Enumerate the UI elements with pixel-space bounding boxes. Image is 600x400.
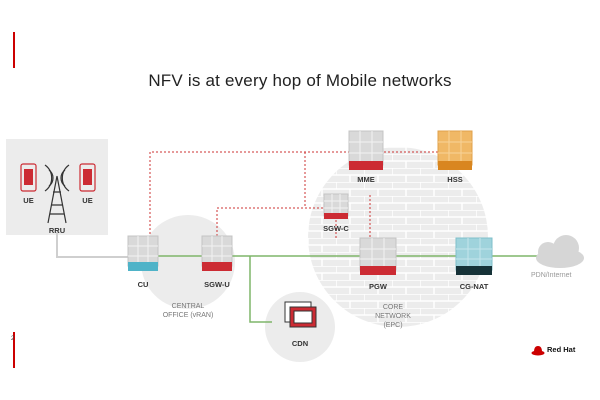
pdn-internet-label: PDN/Internet — [531, 272, 572, 279]
brand-name: Red Hat — [547, 345, 576, 354]
phone-icon — [20, 163, 37, 192]
page-number: 2 — [11, 336, 15, 342]
top-accent-bar — [13, 32, 15, 68]
server-stack-icon — [323, 193, 349, 219]
cdn-link — [249, 256, 272, 323]
core-network-circle — [308, 147, 488, 327]
core-label-line2: NETWORK — [375, 313, 411, 320]
server-stack-icon — [348, 130, 384, 170]
cloud-icon — [536, 235, 584, 268]
phone-icon — [79, 163, 96, 192]
rru-label: RRU — [48, 226, 66, 235]
fronthaul-link — [56, 232, 135, 258]
server-stack-icon — [127, 235, 159, 271]
cg-nat-label: CG-NAT — [459, 282, 489, 291]
ue-left-label: UE — [23, 196, 34, 205]
cell-tower-icon — [44, 164, 70, 224]
cdn-label: CDN — [291, 339, 309, 348]
pgw-label: PGW — [369, 282, 387, 291]
server-stack-icon — [437, 130, 473, 170]
control-link-sgwu — [216, 207, 340, 236]
core-label-line1: CORE — [382, 304, 404, 311]
sgw-u-label: SGW-U — [204, 280, 230, 289]
server-stack-icon — [201, 235, 233, 271]
bottom-accent-bar — [13, 332, 15, 368]
ue-right-label: UE — [82, 196, 93, 205]
core-label-line3: (EPC) — [383, 322, 403, 329]
hss-label: HSS — [447, 175, 463, 184]
red-hat-logo-icon — [531, 346, 545, 356]
server-stack-icon — [359, 237, 397, 275]
mme-label: MME — [357, 175, 375, 184]
server-stack-icon — [455, 237, 493, 275]
cdn-icon — [284, 301, 317, 328]
slide-title: NFV is at every hop of Mobile networks — [148, 71, 452, 90]
cu-label: CU — [137, 280, 149, 289]
sgw-c-label: SGW-C — [323, 224, 349, 233]
central-office-label-line1: CENTRAL — [171, 303, 205, 310]
central-office-label-line2: OFFICE (vRAN) — [162, 312, 214, 319]
radio-site-panel — [6, 139, 108, 235]
